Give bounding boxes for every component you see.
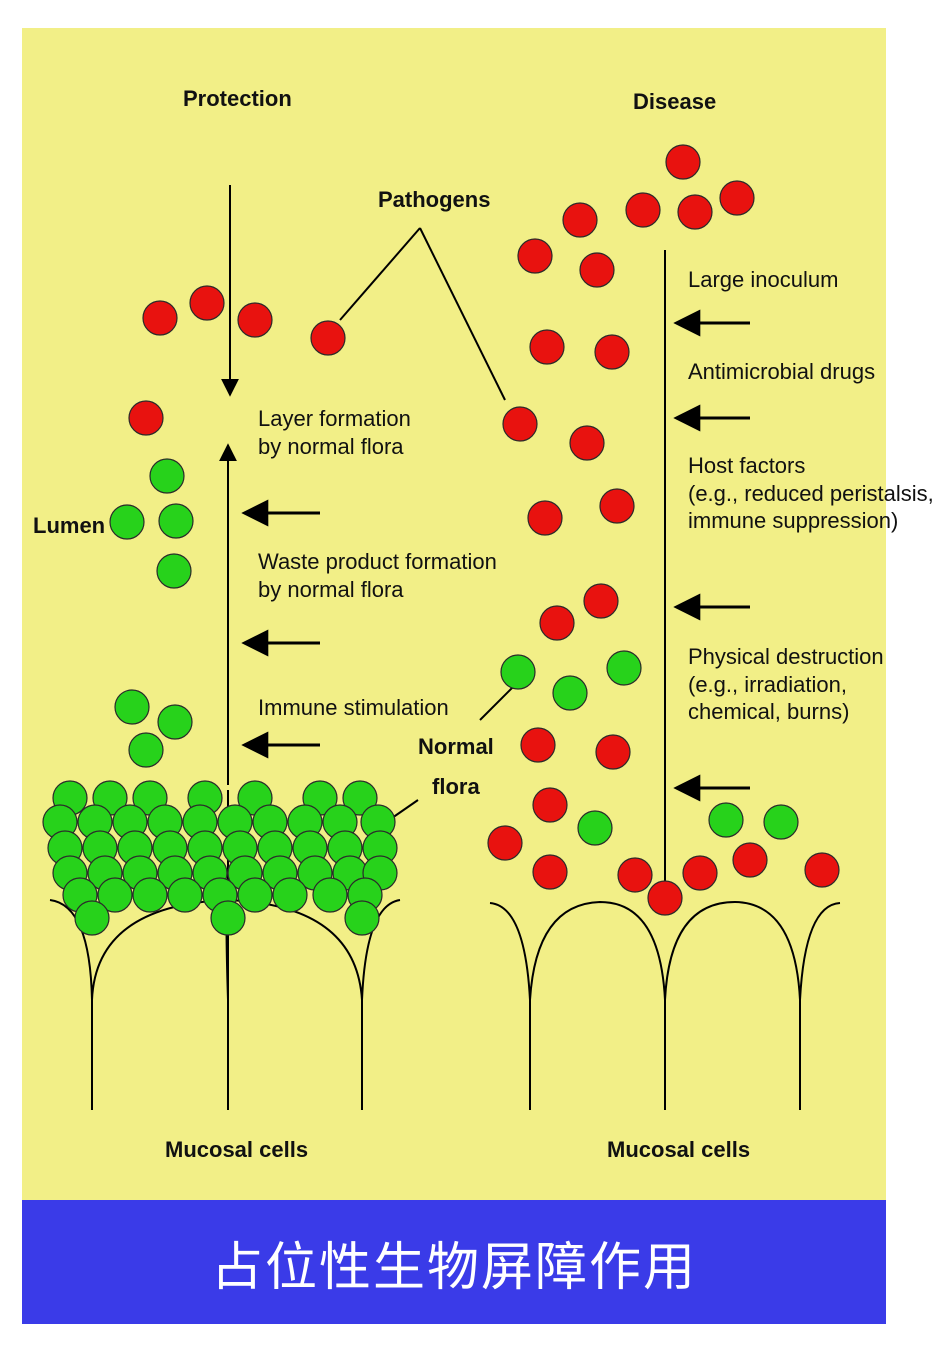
pathogen-cell bbox=[682, 855, 718, 891]
disease-factor-2: Antimicrobial drugs bbox=[688, 358, 875, 386]
pathogen-cell bbox=[665, 144, 701, 180]
pathogen-cell bbox=[569, 425, 605, 461]
mucosa-surface-right bbox=[489, 900, 841, 1110]
normal-flora-cell bbox=[237, 877, 273, 913]
normal-flora-cell bbox=[210, 900, 246, 936]
disease-factor-4-line2: (e.g., irradiation, bbox=[688, 671, 847, 697]
pathogen-cell bbox=[562, 202, 598, 238]
normal-flora-cell bbox=[149, 458, 185, 494]
normal-flora-cell bbox=[74, 900, 110, 936]
normal-flora-cell bbox=[500, 654, 536, 690]
protection-factor-2-line1: Waste product formation bbox=[258, 549, 497, 574]
pathogen-cell bbox=[520, 727, 556, 763]
normal-flora-cell bbox=[109, 504, 145, 540]
protection-factor-2: Waste product formation by normal flora bbox=[258, 548, 497, 603]
disease-factor-1: Large inoculum bbox=[688, 266, 838, 294]
normal-flora-cell bbox=[577, 810, 613, 846]
disease-factor-1-line1: Large inoculum bbox=[688, 267, 839, 292]
normal-flora-cell bbox=[552, 675, 588, 711]
protection-factor-2-line2: by normal flora bbox=[258, 576, 404, 602]
normal-flora-cell bbox=[344, 900, 380, 936]
protection-factor-1-line1: Layer formation bbox=[258, 406, 411, 431]
normal-flora-cell bbox=[128, 732, 164, 768]
normal-flora-cell bbox=[158, 503, 194, 539]
normal-flora-cell bbox=[763, 804, 799, 840]
normal-flora-cell bbox=[132, 877, 168, 913]
pathogen-cell bbox=[310, 320, 346, 356]
disease-factor-4-line1: Physical destruction bbox=[688, 644, 884, 669]
pathogen-cell bbox=[804, 852, 840, 888]
normal-flora-cell bbox=[97, 877, 133, 913]
normal-flora-cell bbox=[156, 553, 192, 589]
protection-factor-1: Layer formation by normal flora bbox=[258, 405, 411, 460]
normal-flora-cell bbox=[114, 689, 150, 725]
normal-flora-label-2: flora bbox=[432, 774, 480, 799]
normal-flora-cell bbox=[312, 877, 348, 913]
disease-factor-4-line3: chemical, burns) bbox=[688, 699, 850, 724]
protection-factor-3-line1: Immune stimulation bbox=[258, 695, 449, 720]
disease-heading: Disease bbox=[633, 89, 717, 114]
pathogen-cell bbox=[583, 583, 619, 619]
pathogen-cell bbox=[527, 500, 563, 536]
normal-flora-pointer-right bbox=[479, 684, 516, 721]
mucosal-cells-right-label: Mucosal cells bbox=[607, 1137, 751, 1162]
pathogen-cell bbox=[594, 334, 630, 370]
pathogen-cell bbox=[595, 734, 631, 770]
pathogen-cell bbox=[732, 842, 768, 878]
pathogen-cell bbox=[189, 285, 225, 321]
normal-flora-cell bbox=[157, 704, 193, 740]
cell-layer bbox=[42, 144, 840, 936]
pathogen-cell bbox=[517, 238, 553, 274]
pathogen-cell bbox=[617, 857, 653, 893]
banner-text: 占位性生物屏障作用 bbox=[210, 1237, 697, 1298]
protection-factor-3: Immune stimulation bbox=[258, 694, 449, 722]
protection-factor-1-line2: by normal flora bbox=[258, 433, 404, 459]
disease-factor-3-line2: (e.g., reduced peristalsis, bbox=[688, 480, 934, 506]
normal-flora-pointer-left bbox=[391, 799, 419, 819]
pathogen-cell bbox=[487, 825, 523, 861]
diagram-background bbox=[22, 28, 886, 1200]
pathogen-cell bbox=[599, 488, 635, 524]
disease-factor-3-line1: Host factors bbox=[688, 453, 806, 478]
pathogen-cell bbox=[719, 180, 755, 216]
pathogen-cell bbox=[532, 854, 568, 890]
mucosal-cells-left-label: Mucosal cells bbox=[165, 1137, 309, 1162]
pathogen-cell bbox=[579, 252, 615, 288]
pathogen-cell bbox=[647, 880, 683, 916]
normal-flora-cell bbox=[342, 780, 378, 816]
disease-factor-3-line3: immune suppression) bbox=[688, 508, 899, 533]
normal-flora-cell bbox=[708, 802, 744, 838]
pathogen-cell bbox=[529, 329, 565, 365]
disease-factor-4: Physical destruction (e.g., irradiation,… bbox=[688, 643, 884, 726]
caption-banner: 占位性生物屏障作用 bbox=[22, 1200, 886, 1324]
normal-flora-cell bbox=[167, 877, 203, 913]
pathogen-cell bbox=[539, 605, 575, 641]
pathogen-cell bbox=[677, 194, 713, 230]
pathogen-cell bbox=[237, 302, 273, 338]
pathogen-cell bbox=[128, 400, 164, 436]
pathogen-cell bbox=[142, 300, 178, 336]
normal-flora-cell bbox=[606, 650, 642, 686]
pathogens-label: Pathogens bbox=[378, 187, 491, 212]
normal-flora-label-1: Normal bbox=[418, 734, 494, 759]
disease-factor-2-line1: Antimicrobial drugs bbox=[688, 359, 876, 384]
pathogens-pointer-right bbox=[419, 227, 506, 401]
normal-flora-cell bbox=[272, 877, 308, 913]
pathogen-cell bbox=[625, 192, 661, 228]
pathogens-pointer-left bbox=[339, 227, 421, 321]
lumen-label: Lumen bbox=[33, 513, 106, 538]
pathogen-cell bbox=[502, 406, 538, 442]
disease-factor-3: Host factors (e.g., reduced peristalsis,… bbox=[688, 452, 934, 535]
protection-heading: Protection bbox=[183, 86, 292, 111]
pathogen-cell bbox=[532, 787, 568, 823]
